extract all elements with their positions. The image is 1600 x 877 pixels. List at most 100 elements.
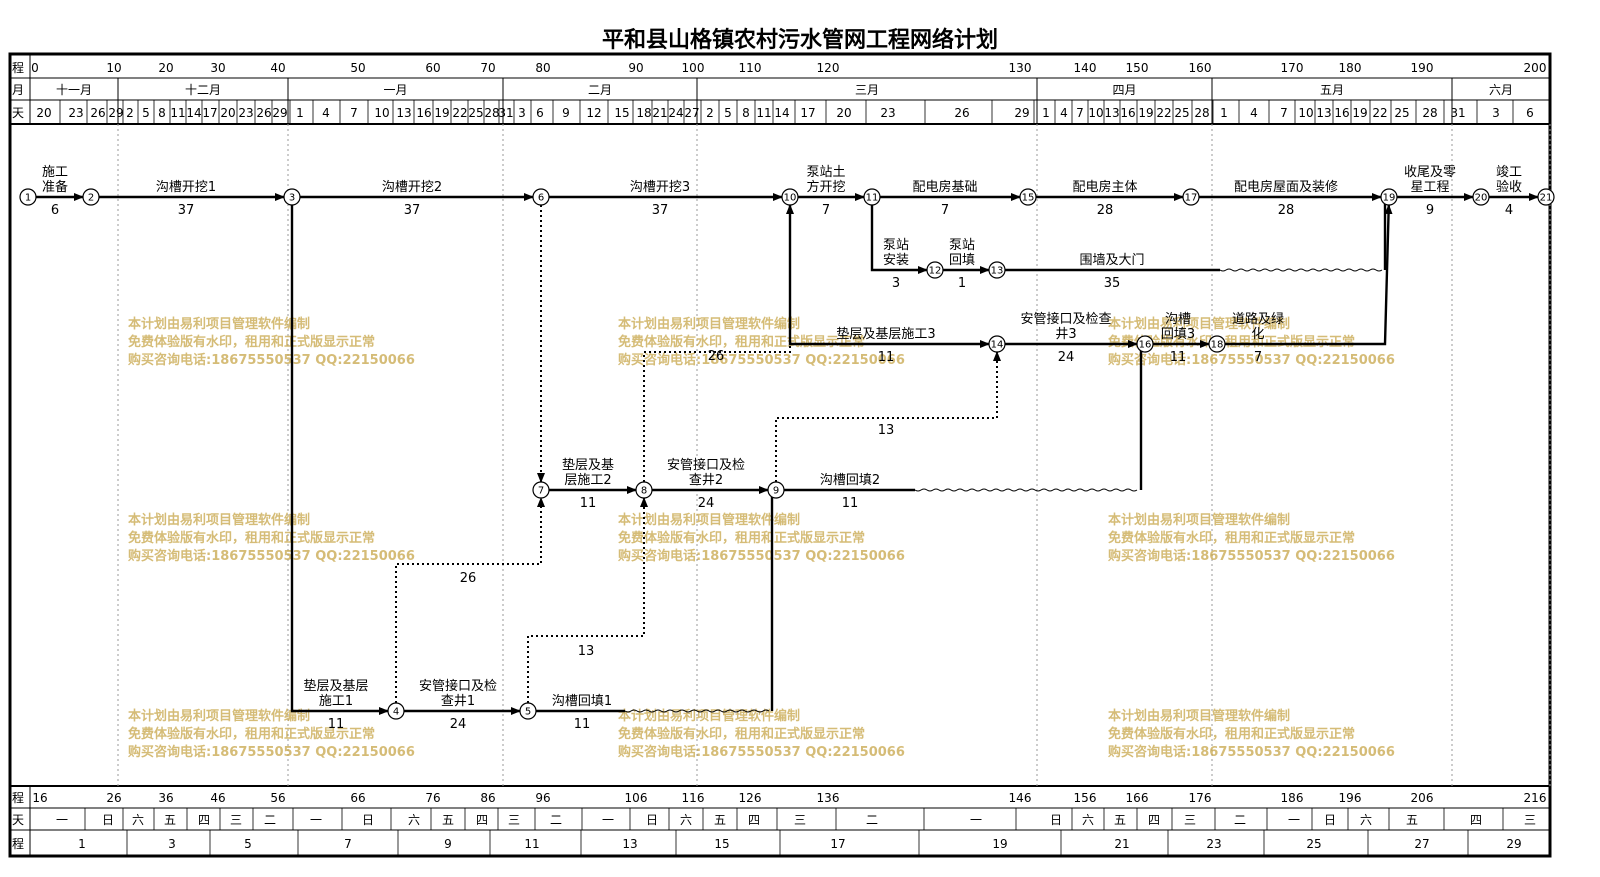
watermark-text: 免费体验版有水印，租用和正式版显示正常	[618, 530, 865, 546]
node-14: 14	[988, 335, 1006, 353]
weekday-label: 日	[362, 813, 374, 827]
weekday-label: 四	[198, 813, 210, 827]
month-label: 六月	[1489, 83, 1513, 97]
week-label: 17	[830, 837, 845, 851]
dummy-link: 26	[395, 497, 545, 703]
weekday-label: 日	[1324, 813, 1336, 827]
dummy-duration: 26	[460, 571, 477, 586]
dummy-duration: 26	[708, 349, 725, 364]
week-label: 11	[524, 837, 539, 851]
weekday-label: 日	[646, 813, 658, 827]
activity-name: 竣工	[1496, 165, 1522, 180]
day-label: 26	[256, 106, 271, 120]
day-label: 23	[238, 106, 253, 120]
activity-duration: 37	[652, 203, 669, 218]
weekday-label: 二	[550, 813, 562, 827]
month-label: 二月	[588, 83, 612, 97]
day-label: 10	[374, 106, 389, 120]
node-3: 3	[283, 188, 301, 206]
activity-name: 道路及绿	[1232, 311, 1284, 327]
dummy-duration: 13	[578, 644, 595, 659]
top-tick-label: 20	[158, 61, 173, 75]
node-number: 5	[525, 707, 531, 718]
day-label: 19	[434, 106, 449, 120]
activity-name: 沟槽回填2	[820, 473, 880, 488]
node-circle	[532, 188, 550, 206]
activity-name: 验收	[1496, 179, 1522, 195]
watermark-text: 购买咨询电话:18675550537 QQ:22150066	[618, 548, 905, 564]
day-label: 13	[1104, 106, 1119, 120]
bottom-tick-label: 186	[1281, 791, 1304, 805]
node-19: 19	[1380, 188, 1398, 206]
activity-duration: 7	[941, 203, 949, 218]
weekday-label: 日	[102, 813, 114, 827]
day-label: 29	[108, 106, 123, 120]
node-circle	[926, 261, 944, 279]
weekday-label: 三	[1524, 813, 1536, 827]
weekday-label: 五	[714, 813, 726, 827]
activity-duration: 9	[1426, 203, 1434, 218]
bottom-tick-label: 206	[1411, 791, 1434, 805]
activity-name: 回填3	[1161, 327, 1195, 342]
weekday-label: 五	[442, 813, 454, 827]
node-circle	[387, 702, 405, 720]
day-label: 10	[1088, 106, 1103, 120]
activity-duration: 11	[328, 717, 345, 732]
activity-duration: 37	[178, 203, 195, 218]
page-title: 平和县山格镇农村污水管网工程网络计划	[601, 28, 998, 53]
day-label: 13	[1316, 106, 1331, 120]
top-tick-label: 160	[1189, 61, 1212, 75]
bottom-tick-label: 176	[1189, 791, 1212, 805]
weekday-label: 六	[1360, 813, 1372, 827]
watermark-text: 免费体验版有水印，租用和正式版显示正常	[1108, 530, 1355, 546]
node-17: 17	[1182, 188, 1200, 206]
day-label: 19	[1352, 106, 1367, 120]
day-label: 14	[774, 106, 789, 120]
watermark-text: 购买咨询电话:18675550537 QQ:22150066	[128, 548, 415, 564]
activity-name: 方开挖	[806, 179, 845, 195]
dummy-arrow	[395, 497, 545, 703]
week-label: 7	[344, 837, 352, 851]
bottom-tick-label: 26	[106, 791, 121, 805]
top-tick-label: 60	[425, 61, 440, 75]
node-circle	[1019, 188, 1037, 206]
month-label: 四月	[1112, 83, 1136, 97]
activity-2-3: 沟槽开挖1 37	[99, 180, 285, 218]
watermark-text: 本计划由易利项目管理软件编制	[128, 708, 310, 724]
day-label: 17	[202, 106, 217, 120]
row-label: 天	[12, 813, 24, 827]
weekday-label: 三	[230, 813, 242, 827]
day-label: 11	[756, 106, 771, 120]
day-label: 25	[468, 106, 483, 120]
watermark-text: 本计划由易利项目管理软件编制	[1108, 512, 1290, 528]
weekday-label: 五	[1114, 813, 1126, 827]
day-label: 26	[954, 106, 969, 120]
activity-name: 沟槽开挖3	[630, 180, 690, 195]
free-float-wave	[914, 488, 1138, 492]
weekday-label: 五	[164, 813, 176, 827]
node-4: 4	[387, 702, 405, 720]
week-label: 13	[622, 837, 637, 851]
activity-arrow	[788, 205, 990, 348]
top-tick-label: 90	[628, 61, 643, 75]
bottom-tick-label: 96	[535, 791, 550, 805]
top-tick-label: 180	[1339, 61, 1362, 75]
activity-duration: 6	[51, 203, 59, 218]
activity-name: 沟槽开挖1	[156, 180, 216, 195]
day-label: 29	[272, 106, 287, 120]
day-label: 16	[1334, 106, 1349, 120]
top-tick-label: 190	[1411, 61, 1434, 75]
top-tick-label: 10	[106, 61, 121, 75]
bottom-tick-label: 166	[1126, 791, 1149, 805]
watermark-text: 免费体验版有水印，租用和正式版显示正常	[128, 726, 375, 742]
day-label: 22	[452, 106, 467, 120]
day-label: 4	[1060, 106, 1068, 120]
row-label: 程	[12, 790, 24, 805]
watermark-text: 免费体验版有水印，租用和正式版显示正常	[128, 530, 375, 546]
